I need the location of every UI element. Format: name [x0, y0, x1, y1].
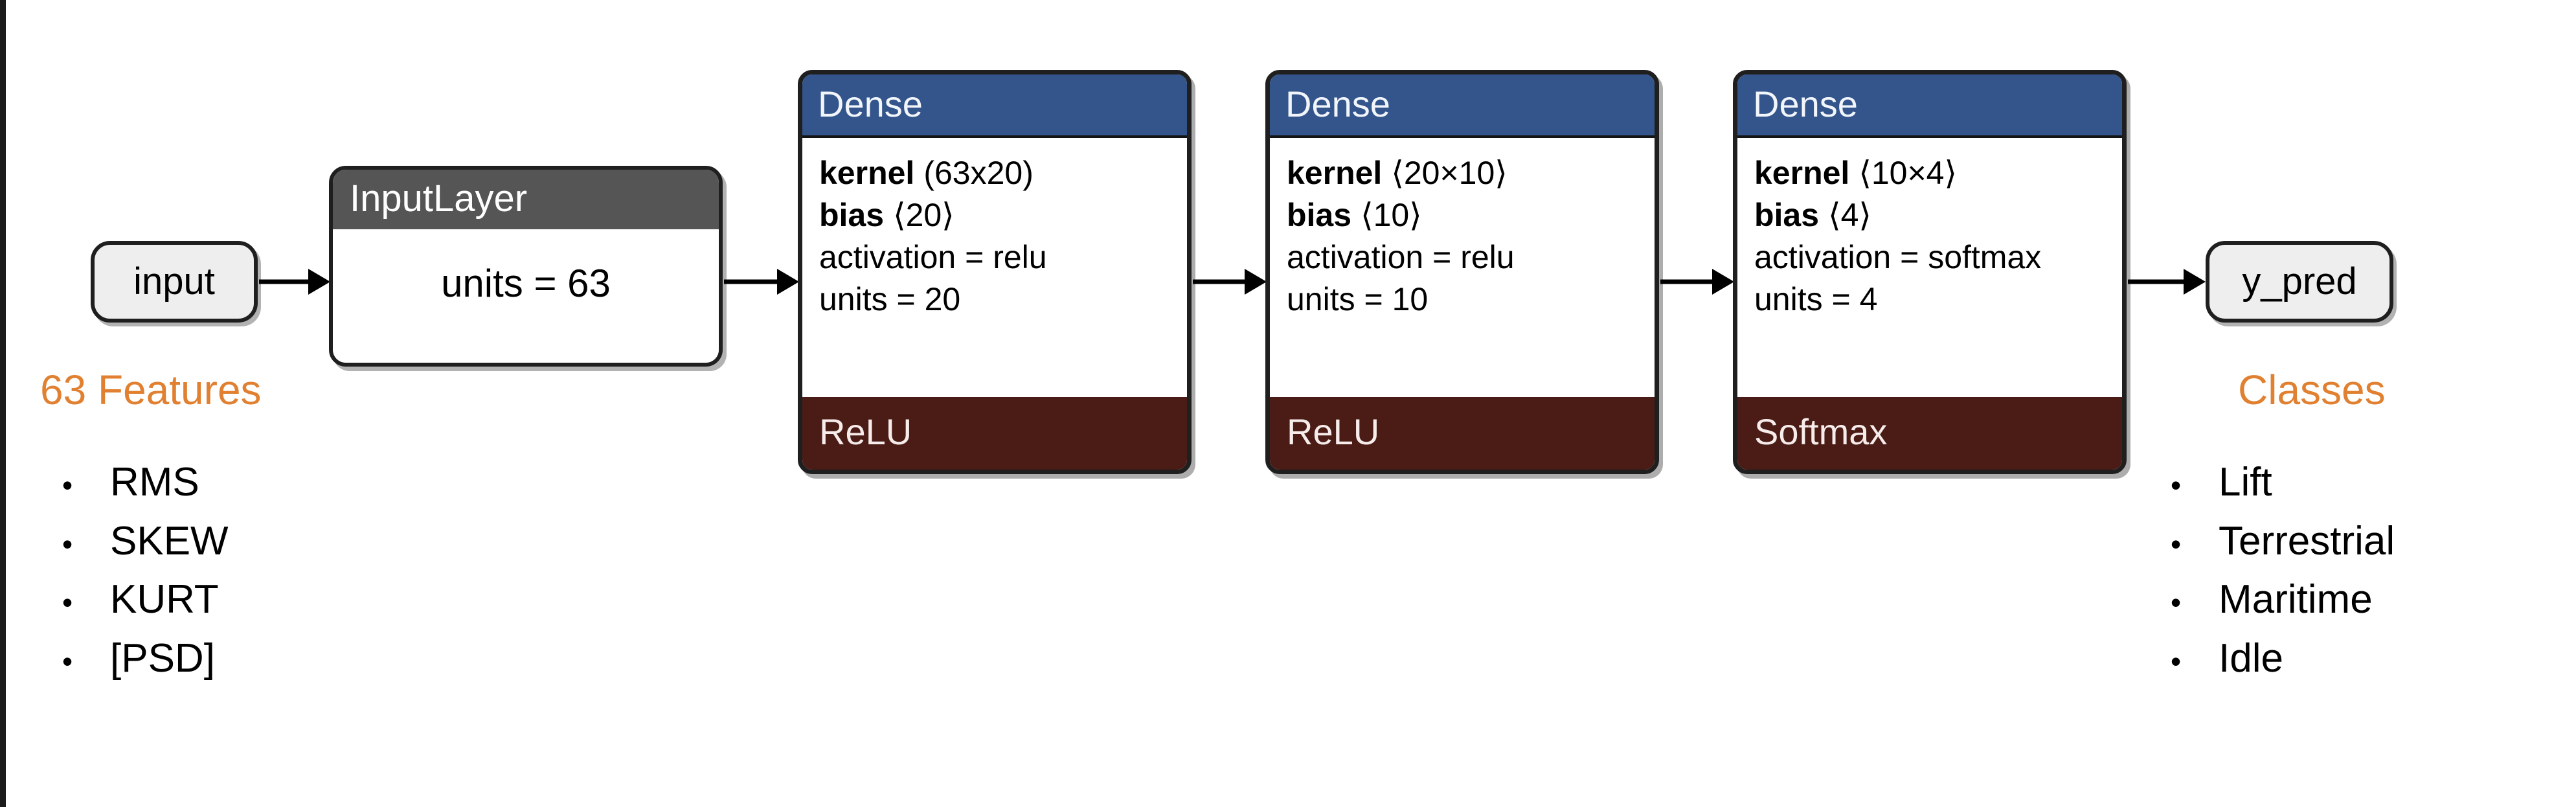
dense-3-activation-footer: Softmax	[1737, 397, 2122, 470]
list-item: • [PSD]	[62, 630, 229, 688]
input-node: input	[91, 241, 258, 323]
dense-2-bias-label: bias	[1287, 197, 1352, 233]
classes-list: • Lift • Terrestrial • Maritime • Idle	[2171, 453, 2395, 688]
input-node-label: input	[133, 260, 215, 302]
classes-item-label: Lift	[2219, 460, 2272, 505]
dense-2-kernel-label: kernel	[1287, 155, 1383, 191]
features-item-label: RMS	[110, 460, 199, 505]
features-title: 63 Features	[40, 367, 262, 413]
list-item: • Lift	[2171, 453, 2395, 512]
bullet-icon: •	[2171, 468, 2182, 502]
dense-3-type-label: Dense	[1737, 74, 2122, 138]
classes-title: Classes	[2238, 367, 2386, 413]
classes-item-label: Terrestrial	[2219, 518, 2395, 563]
classes-item-label: Maritime	[2219, 577, 2373, 622]
dense-3-bias-row: bias⟨4⟩	[1754, 194, 2122, 236]
dense-3-kernel-shape: ⟨10×4⟩	[1859, 155, 1957, 191]
list-item: • KURT	[62, 571, 229, 630]
dense-2-kernel-shape: ⟨20×10⟩	[1391, 155, 1508, 191]
dense-layer-1: Dense kernel(63x20) bias⟨20⟩ activation …	[798, 70, 1192, 474]
left-edge-strip	[0, 0, 6, 807]
output-node: y_pred	[2206, 241, 2393, 323]
bullet-icon: •	[62, 527, 73, 561]
dense-1-body: kernel(63x20) bias⟨20⟩ activation = relu…	[802, 138, 1187, 397]
classes-item-label: Idle	[2219, 635, 2283, 681]
bullet-icon: •	[62, 644, 73, 678]
dense-2-activation-label: activation = relu	[1287, 239, 1515, 275]
dense-2-bias-row: bias⟨10⟩	[1287, 194, 1655, 236]
bullet-icon: •	[62, 468, 73, 502]
dense-2-units-label: units = 10	[1287, 281, 1429, 317]
dense-1-bias-shape: ⟨20⟩	[893, 197, 955, 233]
dense-2-activation-footer: ReLU	[1270, 397, 1655, 470]
dense-2-body: kernel⟨20×10⟩ bias⟨10⟩ activation = relu…	[1270, 138, 1655, 397]
features-item-label: [PSD]	[110, 635, 215, 681]
features-item-label: SKEW	[110, 518, 229, 563]
list-item: • RMS	[62, 453, 229, 512]
list-item: • SKEW	[62, 512, 229, 571]
dense-3-units-label: units = 4	[1754, 281, 1878, 317]
dense-1-kernel-row: kernel(63x20)	[819, 152, 1187, 194]
features-item-label: KURT	[110, 577, 219, 622]
inputlayer-type-label: InputLayer	[333, 170, 719, 229]
bullet-icon: •	[2171, 527, 2182, 561]
bullet-icon: •	[2171, 585, 2182, 620]
list-item: • Idle	[2171, 630, 2395, 688]
bullet-icon: •	[62, 585, 73, 620]
dense-layer-3: Dense kernel⟨10×4⟩ bias⟨4⟩ activation = …	[1733, 70, 2127, 474]
list-item: • Terrestrial	[2171, 512, 2395, 571]
dense-3-bias-shape: ⟨4⟩	[1828, 197, 1871, 233]
dense-layer-2: Dense kernel⟨20×10⟩ bias⟨10⟩ activation …	[1265, 70, 1659, 474]
dense-3-activation-label: activation = softmax	[1754, 239, 2042, 275]
dense-2-kernel-row: kernel⟨20×10⟩	[1287, 152, 1655, 194]
inputlayer-node: InputLayer units = 63	[329, 166, 723, 367]
dense-3-bias-label: bias	[1754, 197, 1820, 233]
output-node-label: y_pred	[2242, 260, 2357, 302]
dense-1-kernel-label: kernel	[819, 155, 915, 191]
dense-1-units-label: units = 20	[819, 281, 961, 317]
dense-1-bias-row: bias⟨20⟩	[819, 194, 1187, 236]
dense-1-type-label: Dense	[802, 74, 1187, 138]
dense-3-kernel-label: kernel	[1754, 155, 1850, 191]
list-item: • Maritime	[2171, 571, 2395, 630]
dense-1-bias-label: bias	[819, 197, 885, 233]
dense-1-kernel-shape: (63x20)	[923, 155, 1034, 191]
dense-2-type-label: Dense	[1270, 74, 1655, 138]
dense-1-activation-label: activation = relu	[819, 239, 1047, 275]
dense-3-kernel-row: kernel⟨10×4⟩	[1754, 152, 2122, 194]
bullet-icon: •	[2171, 644, 2182, 678]
dense-2-bias-shape: ⟨10⟩	[1361, 197, 1422, 233]
dense-3-body: kernel⟨10×4⟩ bias⟨4⟩ activation = softma…	[1737, 138, 2122, 397]
features-list: • RMS • SKEW • KURT • [PSD]	[62, 453, 229, 688]
inputlayer-units-label: units = 63	[333, 229, 719, 363]
dense-1-activation-footer: ReLU	[802, 397, 1187, 470]
